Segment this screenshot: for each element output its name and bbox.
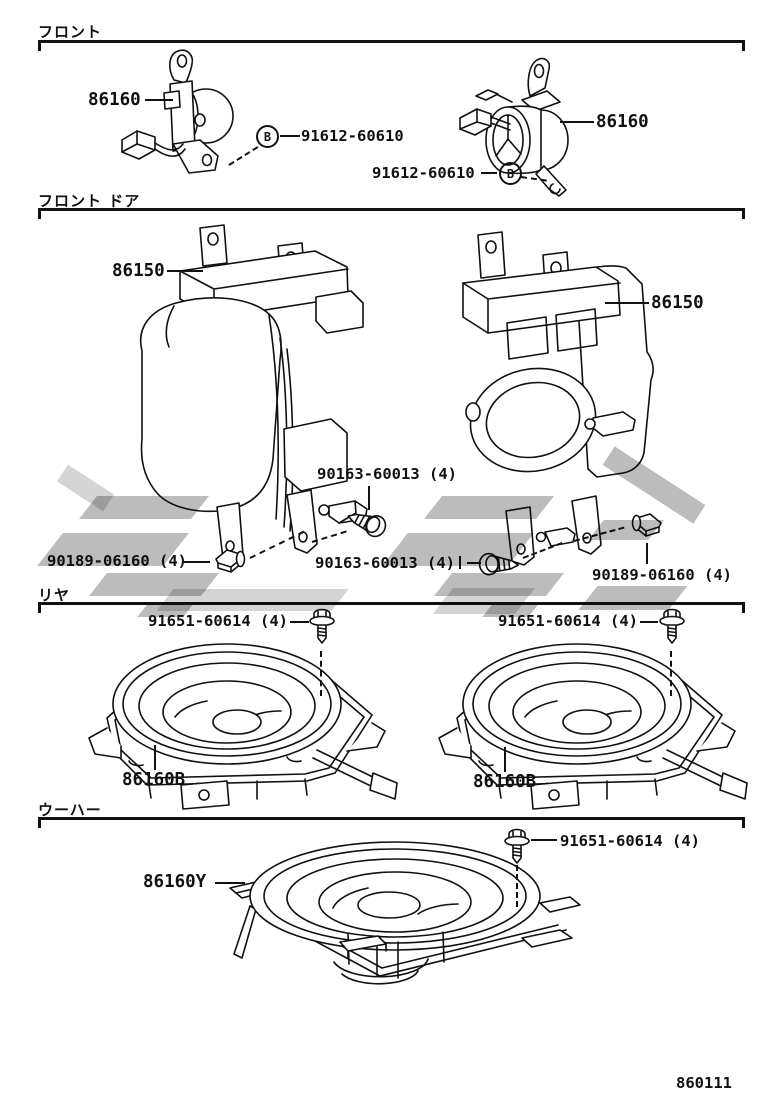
circled-b-marker: B	[256, 125, 279, 148]
leader-line	[560, 121, 594, 123]
section-header-rear: リヤ	[38, 586, 71, 604]
leader-line	[280, 135, 300, 137]
dashed-leader-line	[516, 865, 518, 907]
watermark-shape	[424, 496, 554, 519]
part-label-tweeter-right: 86160	[596, 112, 649, 132]
part-label-screw-door-1: 90163-60013 (4)	[317, 465, 457, 483]
rule-tick	[742, 819, 745, 828]
bolt-icon	[309, 608, 335, 644]
leader-line	[646, 543, 648, 564]
part-label-door-speaker-left: 86150	[112, 261, 165, 281]
part-label-woofer: 86160Y	[143, 872, 207, 892]
woofer-speaker-drawing	[229, 841, 581, 985]
leader-line	[215, 882, 245, 884]
leader-line	[368, 486, 370, 510]
front-tweeter-right-drawing	[459, 57, 569, 197]
rule-tick	[742, 210, 745, 219]
rear-speaker-right-drawing	[438, 643, 748, 810]
bolt-icon	[504, 828, 530, 864]
leader-line	[145, 99, 173, 101]
part-label-tweeter-left: 86160	[88, 90, 141, 110]
leader-line	[167, 270, 203, 272]
section-header-front-door: フロント ドア	[38, 192, 141, 210]
section-rule	[38, 817, 745, 820]
rule-tick	[38, 210, 41, 219]
rule-tick	[38, 819, 41, 828]
watermark-shape	[578, 586, 688, 610]
part-label-rear-speaker-left: 86160B	[122, 770, 186, 790]
dashed-leader-line	[670, 651, 672, 696]
rule-tick	[742, 604, 745, 613]
leader-line	[184, 561, 210, 563]
leader-line	[504, 747, 506, 772]
watermark-shape	[37, 533, 189, 566]
section-header-woofer: ウーハー	[38, 801, 102, 819]
section-rule	[38, 40, 745, 43]
screw-icon	[347, 513, 387, 538]
section-rule	[38, 602, 745, 605]
rule-tick	[742, 42, 745, 51]
rule-tick	[38, 604, 41, 613]
part-label-bolt-woofer: 91651-60614 (4)	[560, 832, 700, 850]
part-label-rear-speaker-right: 86160B	[473, 772, 537, 792]
part-label-clip-door-right: 90189-06160 (4)	[592, 566, 732, 584]
leader-line	[640, 621, 658, 623]
circled-b-marker: B	[499, 162, 522, 185]
section-header-front: フロント	[38, 23, 103, 41]
rear-speaker-left-drawing	[88, 643, 398, 810]
leader-line	[605, 302, 649, 304]
rule-tick	[38, 42, 41, 51]
leader-line	[531, 839, 557, 841]
watermark-shape	[382, 533, 534, 566]
leader-line	[481, 172, 497, 174]
diagram-number: 860111	[676, 1074, 732, 1092]
dashed-leader-line	[320, 651, 322, 696]
leader-line	[154, 745, 156, 770]
part-label-screw-front-right: 91612-60610	[372, 164, 475, 182]
part-label-bolt-rear-right: 91651-60614 (4)	[498, 612, 638, 630]
watermark-shape	[156, 589, 349, 611]
front-door-speaker-left-drawing	[139, 224, 368, 564]
section-rule	[38, 208, 745, 211]
watermark-shape	[79, 496, 209, 519]
leader-line	[290, 621, 309, 623]
front-tweeter-left-drawing	[121, 49, 234, 174]
clip-icon	[215, 549, 246, 573]
part-label-door-speaker-right: 86150	[651, 293, 704, 313]
part-label-screw-front-left: 91612-60610	[301, 127, 404, 145]
bolt-icon	[659, 608, 685, 644]
